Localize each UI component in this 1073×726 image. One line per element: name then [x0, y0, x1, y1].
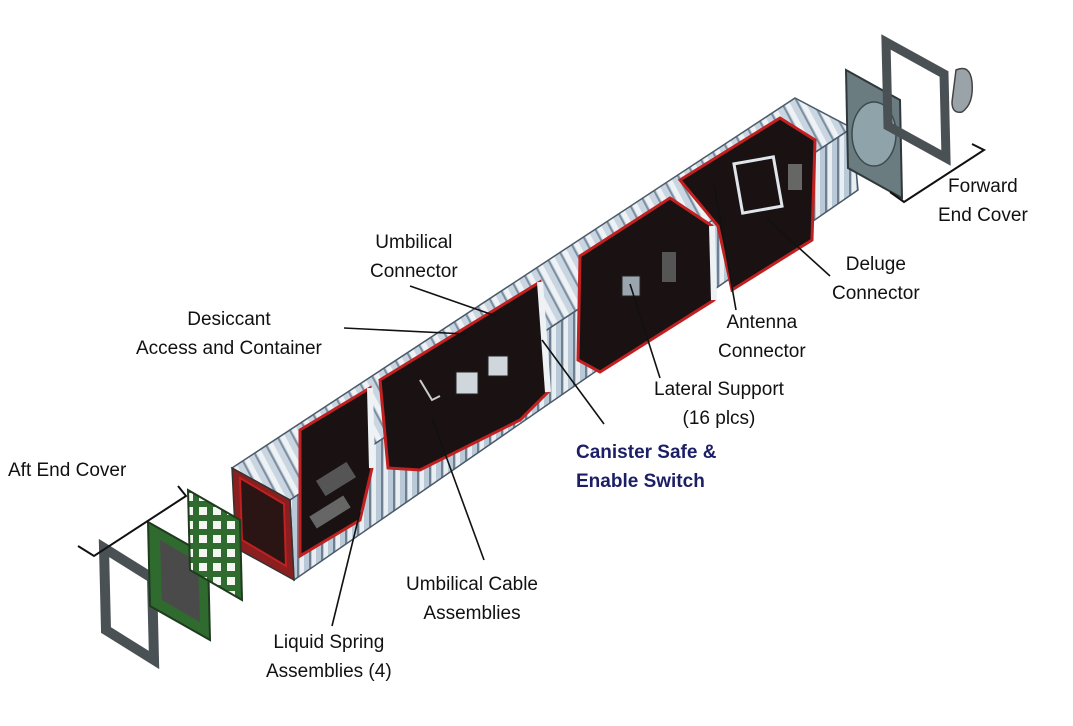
forward-cover-bracket-line — [889, 143, 987, 204]
aft-cover-grid — [186, 488, 244, 602]
label-antenna-line2: Connector — [718, 341, 806, 362]
aft-cover-frame — [98, 538, 160, 670]
label-canister-line1: Canister Safe & — [576, 442, 717, 463]
label-desiccant-line1: Desiccant — [187, 309, 271, 330]
cutaway-section-3 — [576, 196, 716, 374]
leader-lateral-support — [629, 283, 661, 379]
leader-liquid-spring — [331, 511, 361, 627]
label-antenna-line1: Antenna — [726, 312, 798, 333]
label-aft-end-cover: Aft End Cover — [8, 456, 126, 485]
label-deluge-connector: Deluge Connector — [832, 250, 920, 308]
label-umbilical-connector: Umbilical Connector — [370, 228, 458, 286]
label-desiccant-line2: Access and Container — [136, 338, 322, 359]
label-forward-end-cover-line1: Forward — [948, 176, 1018, 197]
label-umbilical-connector-line2: Connector — [370, 261, 458, 282]
cutaway-section-4 — [677, 116, 817, 293]
aft-end-cover-parts — [98, 488, 244, 670]
label-umbilical-cable-line1: Umbilical Cable — [406, 574, 538, 595]
label-canister-switch: Canister Safe & Enable Switch — [576, 438, 716, 496]
label-desiccant: Desiccant Access and Container — [136, 305, 322, 363]
label-antenna-connector: Antenna Connector — [718, 308, 806, 366]
label-umbilical-connector-line1: Umbilical — [375, 232, 453, 253]
label-deluge-line2: Connector — [832, 283, 920, 304]
forward-end-cover-parts — [844, 34, 974, 200]
label-aft-end-cover-line1: Aft End Cover — [8, 460, 127, 481]
label-lateral-line1: Lateral Support — [654, 379, 784, 400]
label-lateral-support: Lateral Support (16 plcs) — [654, 375, 784, 433]
leader-desiccant — [343, 327, 467, 335]
label-liquid-spring-line1: Liquid Spring — [273, 632, 385, 653]
leader-umbilical-connector — [409, 285, 497, 317]
leader-umbilical-cable — [431, 417, 485, 561]
label-liquid-spring-line2: Assemblies (4) — [266, 661, 392, 682]
label-umbilical-cable: Umbilical Cable Assemblies — [406, 570, 538, 628]
label-liquid-spring: Liquid Spring Assemblies (4) — [266, 628, 392, 686]
forward-cover-frame — [881, 34, 951, 166]
label-deluge-line1: Deluge — [845, 254, 906, 275]
forward-cover-bracket — [951, 67, 974, 114]
label-lateral-line2: (16 plcs) — [682, 408, 756, 429]
label-canister-line2: Enable Switch — [576, 471, 705, 492]
canister-body — [230, 97, 859, 582]
label-forward-end-cover: Forward End Cover — [938, 172, 1028, 230]
leader-lines — [331, 183, 831, 627]
leader-deluge — [765, 217, 831, 277]
leader-canister-switch — [541, 339, 605, 425]
leader-antenna — [713, 183, 737, 311]
label-umbilical-cable-line2: Assemblies — [423, 603, 521, 624]
label-forward-end-cover-line2: End Cover — [938, 205, 1028, 226]
aft-cover-bracket-line — [77, 485, 188, 558]
